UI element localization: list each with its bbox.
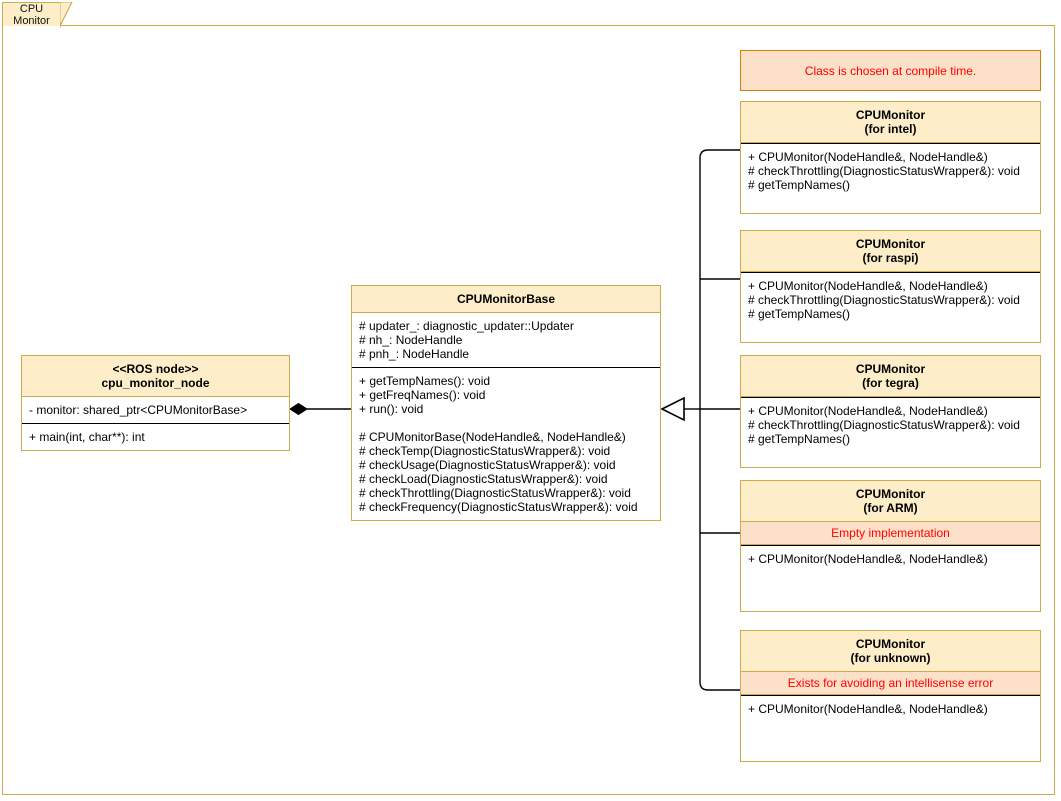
class-name: CPUMonitor [855,637,926,651]
operation-item: + CPUMonitor(NodeHandle&, NodeHandle&) [748,279,988,293]
class-box-cpu-monitor-intel[interactable]: CPUMonitor (for intel) + CPUMonitor(Node… [740,101,1041,214]
class-variant: (for ARM) [863,501,918,515]
operation-item: # checkLoad(DiagnosticStatusWrapper&): v… [359,472,608,486]
operation-item: + CPUMonitor(NodeHandle&, NodeHandle&) [748,150,988,164]
operations-compartment: + main(int, char**): int [22,424,289,450]
operation-item: # checkThrottling(DiagnosticStatusWrappe… [748,164,1020,178]
operations-compartment: + getTempNames(): void + getFreqNames():… [352,368,660,520]
class-header-cpu-monitor-unknown: CPUMonitor (for unknown) [741,631,1040,672]
class-header-cpu-monitor-arm: CPUMonitor (for ARM) [741,481,1040,522]
operation-item: # checkFrequency(DiagnosticStatusWrapper… [359,500,638,514]
operations-compartment: + CPUMonitor(NodeHandle&, NodeHandle&) #… [741,273,1040,327]
operation-item: # getTempNames() [748,178,851,192]
class-header-cpu-monitor-tegra: CPUMonitor (for tegra) [741,356,1040,397]
operation-item: + getFreqNames(): void [359,388,486,402]
class-variant: (for tegra) [862,376,919,390]
class-box-cpu-monitor-arm[interactable]: CPUMonitor (for ARM) Empty implementatio… [740,480,1041,612]
compartment-separator [741,397,1040,398]
attribute-item: # updater_: diagnostic_updater::Updater [359,319,574,333]
class-variant: (for intel) [864,122,917,136]
package-tab-line1: CPU [19,2,44,15]
operations-compartment: + CPUMonitor(NodeHandle&, NodeHandle&) #… [741,144,1040,198]
note-text: Class is chosen at compile time. [804,63,977,78]
operations-compartment: + CPUMonitor(NodeHandle&, NodeHandle&) #… [741,398,1040,452]
class-variant: (for raspi) [862,251,919,265]
operation-item: # checkThrottling(DiagnosticStatusWrappe… [748,418,1020,432]
operation-item: + run(): void [359,402,424,416]
class-box-cpu-monitor-raspi[interactable]: CPUMonitor (for raspi) + CPUMonitor(Node… [740,230,1041,343]
compartment-separator [741,272,1040,273]
attributes-compartment: # updater_: diagnostic_updater::Updater … [352,313,660,367]
class-box-cpu-monitor-unknown[interactable]: CPUMonitor (for unknown) Exists for avoi… [740,630,1041,762]
class-box-cpu-monitor-base[interactable]: CPUMonitorBase # updater_: diagnostic_up… [351,285,661,521]
class-note-arm: Empty implementation [741,521,1040,545]
class-name: cpu_monitor_node [101,376,210,390]
operation-item: + main(int, char**): int [29,430,145,444]
class-header-cpu-monitor-intel: CPUMonitor (for intel) [741,102,1040,143]
compartment-separator [741,545,1040,546]
class-box-cpu-monitor-node[interactable]: <<ROS node>> cpu_monitor_node - monitor:… [21,355,290,451]
attribute-item: # nh_: NodeHandle [359,333,463,347]
package-tab-line2: Monitor [13,14,50,27]
class-header-cpu-monitor-node: <<ROS node>> cpu_monitor_node [22,356,289,397]
class-variant: (for unknown) [850,651,931,665]
operation-item: # getTempNames() [748,432,851,446]
operation-item: + CPUMonitor(NodeHandle&, NodeHandle&) [748,404,988,418]
class-name: CPUMonitor [855,237,926,251]
note-compile-time: Class is chosen at compile time. [740,50,1041,91]
operations-compartment: + CPUMonitor(NodeHandle&, NodeHandle&) [741,546,1040,572]
class-name: CPUMonitor [855,487,926,501]
attribute-item: - monitor: shared_ptr<CPUMonitorBase> [29,403,248,417]
operations-compartment: + CPUMonitor(NodeHandle&, NodeHandle&) [741,696,1040,722]
compartment-separator [352,367,660,368]
compartment-separator [22,423,289,424]
operation-item: + CPUMonitor(NodeHandle&, NodeHandle&) [748,702,988,716]
compartment-separator [741,143,1040,144]
operation-item: # CPUMonitorBase(NodeHandle&, NodeHandle… [359,430,626,444]
compartment-separator [741,695,1040,696]
operation-item: + CPUMonitor(NodeHandle&, NodeHandle&) [748,552,988,566]
operation-item: + getTempNames(): void [359,374,491,388]
attribute-item: # pnh_: NodeHandle [359,347,470,361]
operation-item: # checkThrottling(DiagnosticStatusWrappe… [359,486,631,500]
operation-item: # getTempNames() [748,307,851,321]
class-name: CPUMonitor [855,362,926,376]
class-header-cpu-monitor-raspi: CPUMonitor (for raspi) [741,231,1040,272]
operation-item: # checkThrottling(DiagnosticStatusWrappe… [748,293,1020,307]
class-note-unknown: Exists for avoiding an intellisense erro… [741,671,1040,695]
operations-gap [359,416,653,430]
class-name: CPUMonitorBase [456,292,555,306]
package-tab-fold-outline [60,2,73,28]
operation-item: # checkTemp(DiagnosticStatusWrapper&): v… [359,444,611,458]
operation-item: # checkUsage(DiagnosticStatusWrapper&): … [359,458,616,472]
package-tab: CPU Monitor [2,2,61,27]
attributes-compartment: - monitor: shared_ptr<CPUMonitorBase> [22,397,289,423]
class-box-cpu-monitor-tegra[interactable]: CPUMonitor (for tegra) + CPUMonitor(Node… [740,355,1041,468]
class-header-cpu-monitor-base: CPUMonitorBase [352,286,660,313]
class-stereotype: <<ROS node>> [112,362,199,376]
class-name: CPUMonitor [855,108,926,122]
